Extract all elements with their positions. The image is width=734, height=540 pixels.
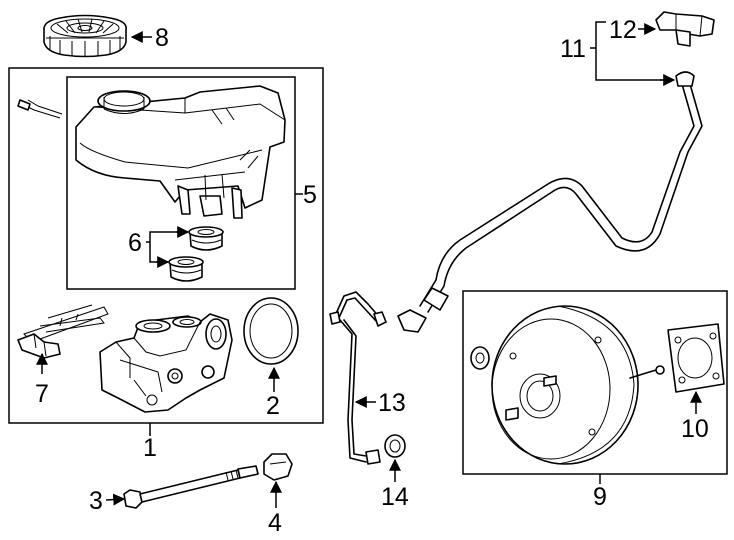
- callout-1: 1: [143, 434, 157, 462]
- leader-11: [590, 21, 672, 81]
- callout-12: 12: [609, 16, 637, 44]
- callout-2: 2: [266, 392, 280, 420]
- callout-9: 9: [593, 483, 607, 511]
- master-cylinder-frame: [8, 67, 324, 424]
- callout-3: 3: [89, 487, 103, 515]
- reservoir-frame: [66, 76, 296, 290]
- callout-11: 11: [560, 35, 586, 63]
- callout-8: 8: [155, 24, 169, 52]
- callout-13: 13: [378, 389, 406, 417]
- reservoir-grommets-part: [168, 226, 224, 282]
- mounting-bolt-part: [123, 465, 259, 509]
- leader-3: [105, 493, 126, 506]
- brake-booster-part: [470, 305, 665, 465]
- callout-6: 6: [128, 229, 142, 257]
- reservoir-cap-part: [43, 14, 127, 58]
- check-valve-part: [655, 11, 715, 47]
- master-cylinder-part: [99, 313, 233, 413]
- callout-5: 5: [303, 181, 317, 209]
- callout-10: 10: [681, 415, 709, 443]
- brake-line-part: [329, 291, 387, 465]
- callout-labels: 1 2 3 4 5 6 7 8 9 10 11 12 13 14: [35, 16, 709, 537]
- seal-ring-part: [243, 297, 299, 365]
- booster-frame: [462, 290, 728, 475]
- vacuum-hose-part: [397, 71, 703, 333]
- hex-nut-part: [263, 453, 293, 481]
- callout-4: 4: [268, 509, 282, 537]
- callout-7: 7: [35, 380, 49, 408]
- leader-lines: [36, 21, 702, 508]
- level-sensor-part: [17, 304, 109, 359]
- o-ring-part: [384, 434, 406, 458]
- booster-gasket-part: [667, 323, 725, 393]
- fluid-reservoir-part: [17, 85, 286, 219]
- callout-14: 14: [381, 483, 409, 511]
